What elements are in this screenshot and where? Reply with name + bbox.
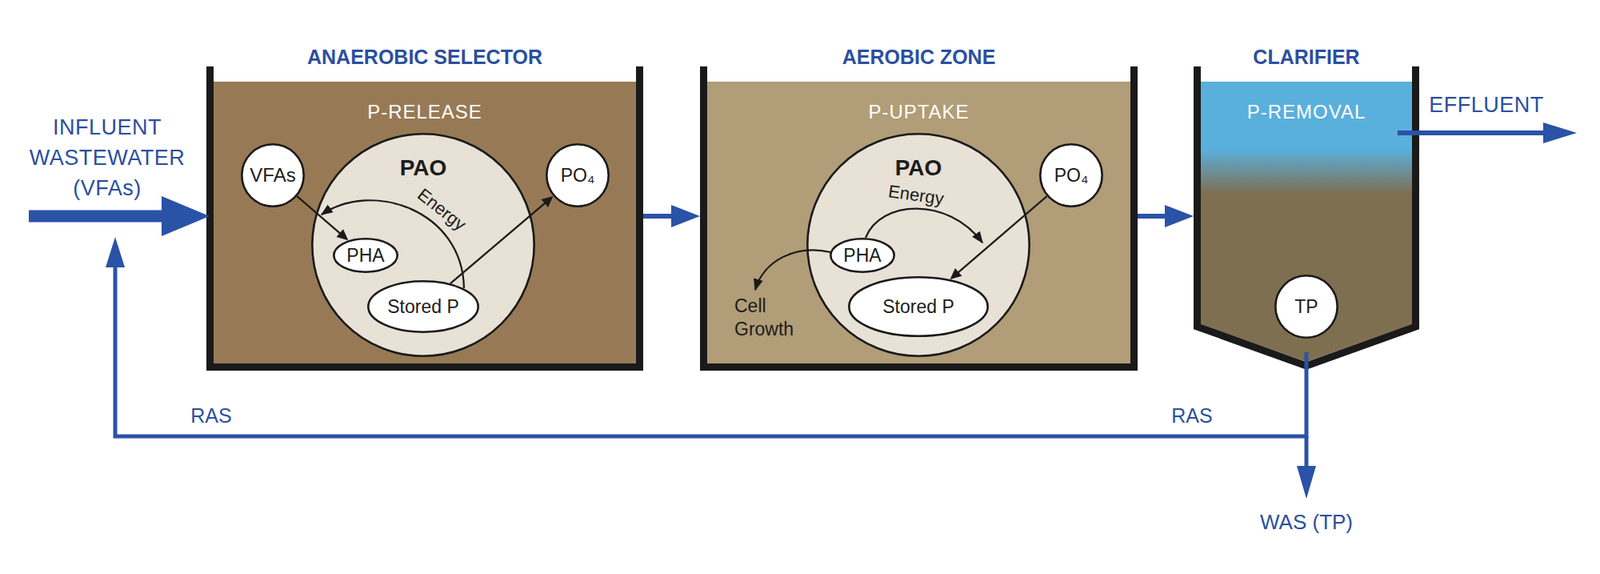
node-title: Stored P [848, 276, 989, 337]
clarifier-liquid [1200, 81, 1412, 362]
node-title: PO₄ [1039, 143, 1104, 208]
node-title: PHA [332, 237, 399, 273]
clarifier-tank: CLARIFIER P-REMOVAL TP [1193, 41, 1420, 371]
was-arrow-head [1296, 465, 1316, 499]
effluent-arrow-head [1543, 122, 1577, 144]
was-label: WAS (TP) [1226, 508, 1387, 536]
storage-ellipse: PHA [332, 237, 399, 273]
process-arrow [450, 196, 554, 284]
flow-arrow [643, 204, 700, 228]
connector-line [1137, 213, 1166, 219]
connector-line [643, 213, 672, 219]
node-subtitle: P-REMOVAL [1193, 97, 1420, 127]
node-title: PO₄ [545, 143, 610, 208]
ras-arrow-head [105, 236, 125, 268]
growth-label: Cell Growth [734, 294, 811, 341]
substance-circle: VFAs [240, 143, 305, 208]
node-subtitle: P-RELEASE [206, 97, 644, 127]
substance-circle: TP [1274, 274, 1339, 339]
process-arrow [950, 196, 1048, 280]
node-title: VFAs [240, 143, 305, 208]
ras-label: RAS [1152, 402, 1232, 428]
tank-liquid [707, 81, 1131, 364]
node-title: Stored P [367, 280, 480, 333]
connector-head [541, 196, 554, 208]
node-title: TP [1274, 274, 1339, 339]
was-arrow-shaft [1304, 436, 1309, 468]
influent-arrow-shaft [28, 210, 165, 223]
node-title: AEROBIC ZONE [700, 44, 1138, 70]
pao-cell: PAO PHA Stored P [311, 132, 536, 357]
node-title: PAO [311, 153, 536, 183]
pao-cell: PAO PHAStored P [806, 132, 1031, 357]
ras-label: RAS [171, 402, 252, 428]
storage-ellipse: Stored P [367, 280, 480, 333]
substance-circle: PO₄ [1039, 143, 1104, 208]
substance-circle: PO₄ [545, 143, 610, 208]
storage-ellipse: PHA [829, 237, 896, 273]
connector-head [1164, 204, 1194, 228]
connector-head [950, 268, 963, 280]
inlet-label: INFLUENT WASTEWATER (VFAs) [23, 112, 192, 204]
outlet-label: EFFLUENT [1406, 90, 1567, 120]
connector-line [296, 196, 340, 234]
connector-line [957, 196, 1047, 273]
effluent-arrow-shaft [1397, 130, 1546, 136]
node-title: PAO [806, 153, 1031, 183]
process-arrow [296, 196, 348, 240]
flow-arrow [1137, 204, 1194, 228]
node-title: CLARIFIER [1193, 44, 1420, 70]
connector-head [671, 204, 700, 228]
node-title: ANAEROBIC SELECTOR [206, 44, 644, 70]
influent-arrow-head [161, 196, 210, 236]
node-title: PHA [829, 237, 896, 273]
node-subtitle: P-UPTAKE [700, 97, 1138, 127]
tank-liquid [213, 81, 636, 364]
connector-head [336, 228, 348, 240]
storage-ellipse: Stored P [848, 276, 989, 337]
